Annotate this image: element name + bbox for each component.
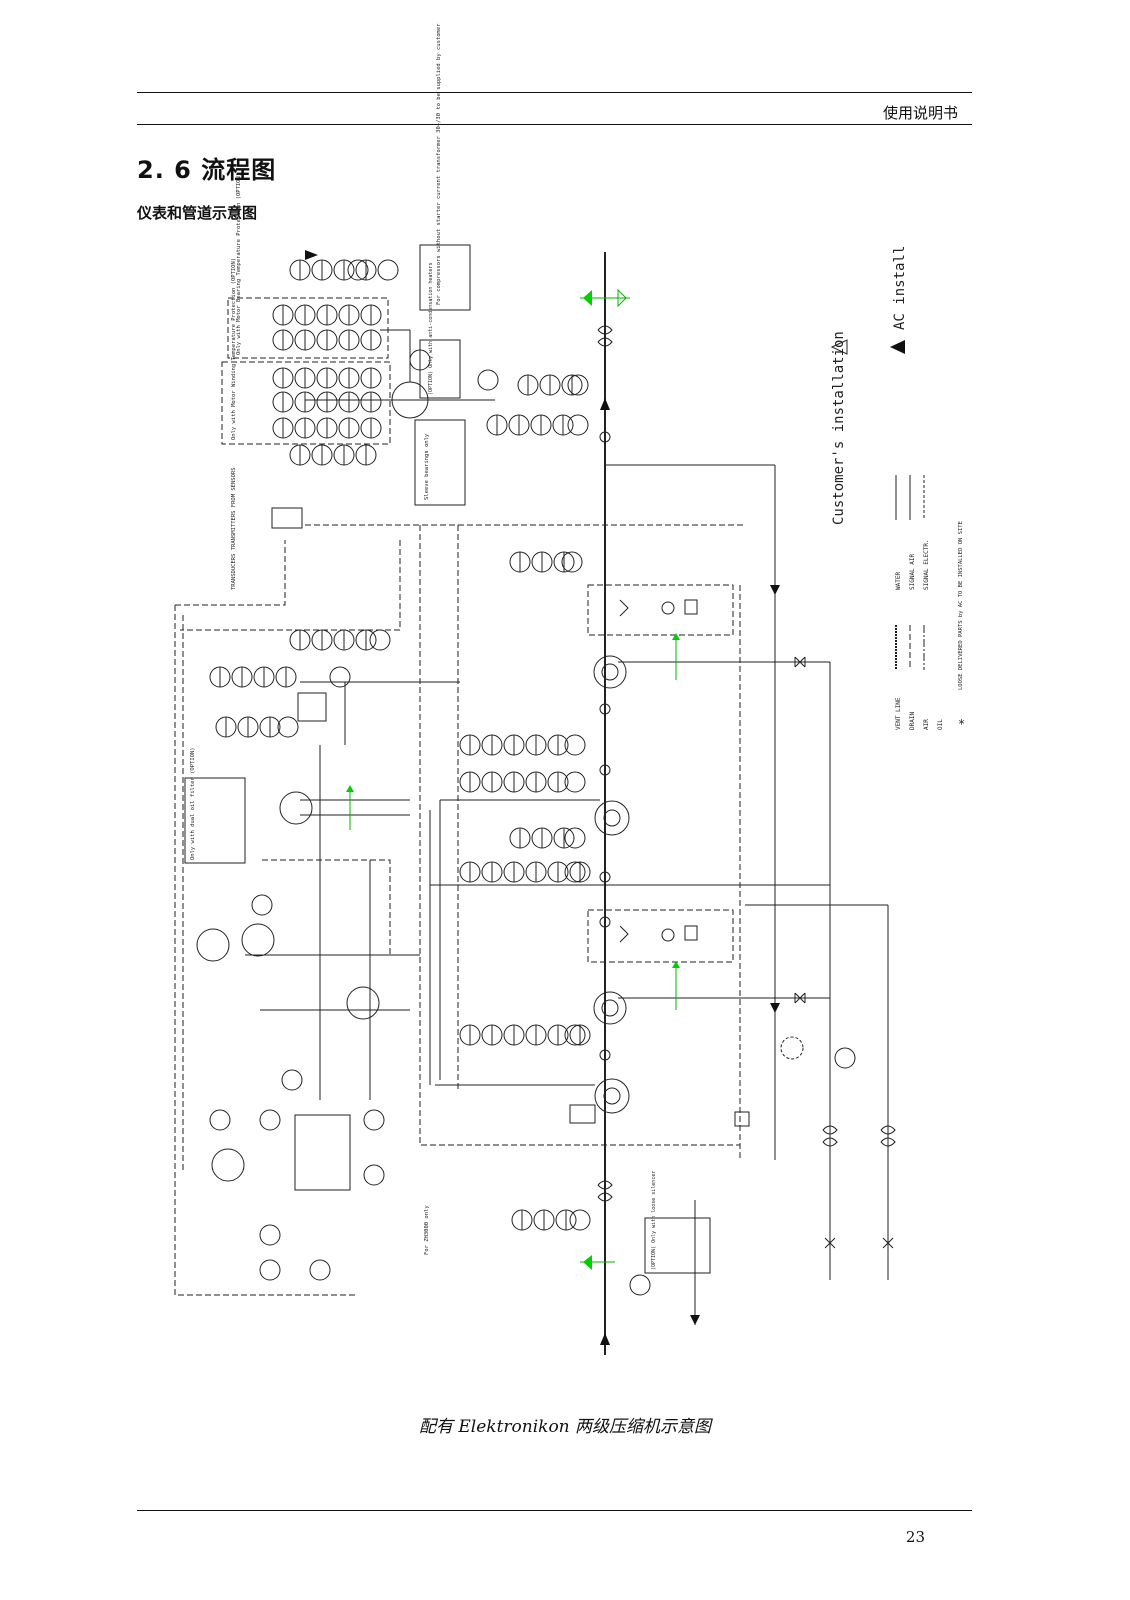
header-title: 使用说明书: [882, 104, 958, 122]
ac-install-marker: [890, 340, 905, 354]
motor-bearing-note: Only with Motor Bearing Temperature Prot…: [236, 173, 242, 355]
motor-winding-panel: [221, 361, 391, 445]
check-valve-2: [599, 703, 611, 715]
sleeve-bearings-note: Sleeve bearings only: [424, 433, 430, 500]
instrument-bubble: [564, 734, 586, 756]
separator-box-1: [587, 584, 734, 636]
ac-install-label: AC install: [892, 246, 908, 330]
legend-water: WATER: [895, 572, 902, 590]
instrument-bubble: [277, 716, 299, 738]
instrument-bubble: [363, 1109, 385, 1131]
compressor-stage-hp: [594, 800, 630, 836]
silencer-top: [597, 325, 613, 347]
separator-box-2: [587, 909, 734, 963]
instrument-bubble: [564, 771, 586, 793]
section-subtitle: 仪表和管道示意图: [137, 204, 258, 222]
sleeve-bearings-box: [414, 419, 466, 506]
instrument-bubble: [567, 374, 589, 396]
oil-pump: [346, 986, 380, 1020]
transducer-box: [271, 507, 303, 529]
heater-option-note: (OPTION) Only with anti-condensation hea…: [428, 263, 434, 395]
instrument-bubble: [329, 666, 351, 688]
legend-lines: [895, 475, 925, 670]
instrument-bubble: [564, 1024, 586, 1046]
transformer-note: For compressors without starter current …: [436, 23, 442, 305]
legend-signal-air: SIGNAL AIR: [909, 553, 916, 590]
instrument-bubble: [377, 259, 399, 281]
oil-heater-motor: [211, 1148, 245, 1182]
legend-drain: DRAIN: [909, 712, 916, 730]
instrument-bubble: [409, 349, 431, 371]
instrument-bubble: [569, 1209, 591, 1231]
instrument-bubble: [629, 1274, 651, 1296]
motor-pump: [241, 923, 275, 957]
silencer-option-box: [644, 1217, 711, 1274]
instrument-bubble: [209, 1109, 231, 1131]
header-top-rule: [137, 92, 972, 93]
transformer-note-box: [419, 244, 471, 311]
silencer-option-note: (OPTION) Only with loose silencer: [651, 1171, 657, 1270]
heat-exchanger-1: [593, 655, 627, 689]
instrument-bubble: [477, 369, 499, 391]
check-valve-6: [599, 1049, 611, 1061]
legend-signal-electr: SIGNAL ELECTR.: [923, 539, 930, 590]
flow-arrow-top: [600, 398, 610, 410]
instrument-bubble: [561, 551, 583, 573]
legend-oil: OIL: [937, 719, 944, 730]
instrument-bubble: [259, 1224, 281, 1246]
instrument-bubble: [259, 1109, 281, 1131]
instrument-bubble: [369, 629, 391, 651]
legend-vent-line: VENT LINE: [895, 697, 902, 730]
loose-parts-label: LOOSE DELIVERED PARTS by AC TO BE INSTAL…: [958, 521, 964, 690]
motor-bearing-panel: [227, 297, 389, 359]
instrument-bubble: [309, 1259, 331, 1281]
customer-installation-label: Customer's installation: [831, 331, 847, 525]
transducers-note: TRANSDUCERS TRANSMITTERS FROM SENSORS: [231, 467, 237, 590]
page-number: 23: [905, 1528, 925, 1546]
instrument-bubbles: [209, 259, 856, 1296]
check-valve-1: [599, 431, 611, 443]
instrument-bubble: [834, 1047, 856, 1069]
instrument-bubble: [567, 414, 589, 436]
section-title: 2. 6 流程图: [137, 156, 277, 184]
dual-oil-filter-box: [184, 777, 246, 864]
oil-cooler: [279, 791, 313, 825]
instrument-bubble: [259, 1259, 281, 1281]
compressor-stage-lp: [594, 1078, 630, 1114]
instrument-bubble: [281, 1069, 303, 1091]
water-valve-2: [794, 992, 806, 1004]
motor-winding-note: Only with Motor Winding Temperature Prot…: [231, 258, 237, 440]
header-bottom-rule: [137, 124, 972, 125]
oil-motor: [196, 928, 230, 962]
oil-tank: [294, 1114, 351, 1191]
check-valve-4: [599, 871, 611, 883]
instrument-bubble: [564, 861, 586, 883]
instrument-bubble: [347, 259, 369, 281]
flow-arrow-bottom: [600, 1333, 610, 1345]
heat-exchanger-2: [593, 991, 627, 1025]
check-valve-3: [599, 764, 611, 776]
figure-caption: 配有 Elektronikon 两级压缩机示意图: [418, 1417, 712, 1437]
asterisk-label: *: [958, 717, 965, 731]
check-valve-5: [599, 916, 611, 928]
dual-filter-note: Only with dual oil filter (OPTION): [190, 747, 196, 860]
signal-air-markers: [346, 288, 680, 1270]
option-heater-box: [419, 339, 461, 399]
footer-rule: [137, 1510, 972, 1511]
legend-air: AIR: [923, 719, 930, 730]
zh3000-note: For ZH3000 only: [424, 1205, 430, 1255]
instrument-bubble: [363, 1164, 385, 1186]
silencer-bottom: [597, 1180, 613, 1202]
water-valve-1: [794, 656, 806, 668]
instrument-bubble: [251, 894, 273, 916]
instrument-bubble: [564, 827, 586, 849]
